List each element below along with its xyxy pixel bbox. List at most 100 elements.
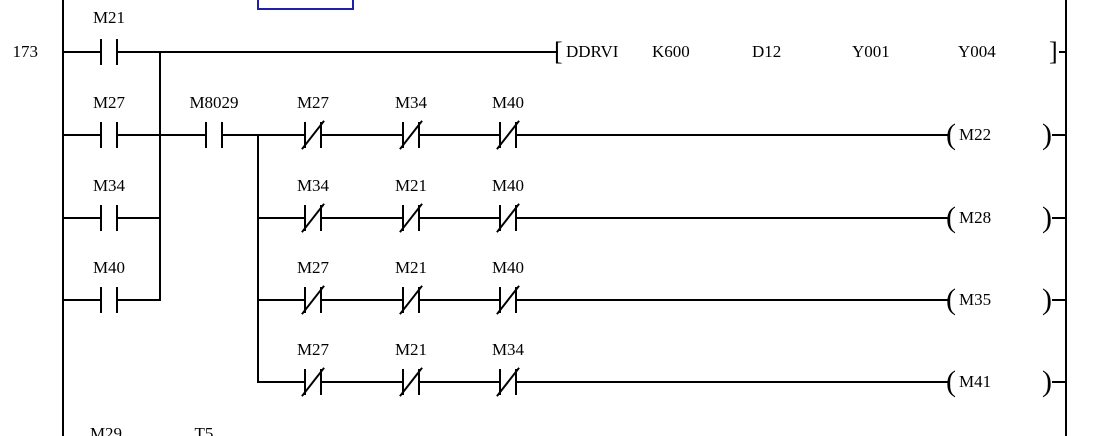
contact-label: M34 [296, 176, 330, 195]
coil-open-paren: ( [946, 283, 956, 316]
contact-nc[interactable] [496, 285, 520, 315]
contact-label: M21 [92, 8, 126, 27]
contact-bar [418, 287, 420, 313]
contact-nc[interactable] [301, 285, 325, 315]
contact-label-partial: T5 [194, 424, 214, 436]
coil-label: M28 [959, 208, 992, 227]
instruction-ddrvi[interactable]: [ DDRVI K600 D12 Y001 Y004 ] [554, 39, 1064, 65]
contact-bar [116, 122, 118, 148]
contact-bar [515, 122, 517, 148]
coil-m28[interactable]: ( M28 ) [944, 201, 1060, 235]
contact-bar [515, 287, 517, 313]
contact-bar [100, 287, 102, 313]
coil-label: M41 [959, 372, 992, 391]
contact-label: M34 [92, 176, 126, 195]
power-rail-right [1065, 0, 1067, 436]
contact-nc[interactable] [399, 120, 423, 150]
contact-label: M27 [296, 93, 330, 112]
coil-open-paren: ( [946, 118, 956, 151]
coil-label: M35 [959, 290, 992, 309]
coil-m41[interactable]: ( M41 ) [944, 365, 1060, 399]
contact-label: M40 [92, 258, 126, 277]
contact-nc[interactable] [301, 120, 325, 150]
contact-nc[interactable] [399, 367, 423, 397]
contact-label: M27 [296, 258, 330, 277]
contact-label: M21 [394, 258, 428, 277]
contact-nc[interactable] [399, 203, 423, 233]
coil-open-paren: ( [946, 201, 956, 234]
contact-nc[interactable] [399, 285, 423, 315]
contact-bar [320, 122, 322, 148]
contact-bar [320, 205, 322, 231]
wire [258, 217, 948, 219]
wire [1052, 134, 1065, 136]
contact-bar [205, 122, 207, 148]
contact-bar [304, 122, 306, 148]
instruction-close-bracket: ] [1049, 37, 1058, 66]
instruction-operand-3: Y001 [852, 42, 890, 61]
selection-cursor [257, 0, 354, 10]
contact-nc[interactable] [496, 120, 520, 150]
coil-close-paren: ) [1042, 118, 1052, 151]
contact-bar [304, 369, 306, 395]
coil-m35[interactable]: ( M35 ) [944, 283, 1060, 317]
contact-nc[interactable] [496, 367, 520, 397]
contact-no-m40[interactable] [100, 287, 118, 313]
contact-bar [221, 122, 223, 148]
contact-bar [116, 205, 118, 231]
coil-m22[interactable]: ( M22 ) [944, 118, 1060, 152]
wire [1052, 299, 1065, 301]
contact-nc[interactable] [301, 203, 325, 233]
contact-no-m34[interactable] [100, 205, 118, 231]
contact-label: M8029 [189, 93, 239, 112]
instruction-name: DDRVI [566, 42, 619, 61]
contact-bar [418, 205, 420, 231]
contact-bar [116, 287, 118, 313]
coil-close-paren: ) [1042, 201, 1052, 234]
contact-label: M21 [394, 176, 428, 195]
contact-bar [499, 205, 501, 231]
wire [1052, 381, 1065, 383]
contact-no-m8029[interactable] [205, 122, 223, 148]
instruction-operand-2: D12 [752, 42, 782, 61]
branch-wire-left [159, 51, 161, 301]
contact-label: M40 [491, 93, 525, 112]
contact-bar [418, 122, 420, 148]
contact-label: M27 [92, 93, 126, 112]
contact-bar [515, 369, 517, 395]
contact-no-m27[interactable] [100, 122, 118, 148]
contact-bar [100, 205, 102, 231]
contact-label: M40 [491, 176, 525, 195]
contact-label: M34 [394, 93, 428, 112]
instruction-operand-4: Y004 [958, 42, 996, 61]
contact-no-m21[interactable] [100, 39, 118, 65]
wire [1059, 51, 1065, 53]
contact-nc[interactable] [301, 367, 325, 397]
contact-bar [100, 39, 102, 65]
coil-close-paren: ) [1042, 283, 1052, 316]
contact-bar [320, 369, 322, 395]
contact-bar [304, 205, 306, 231]
contact-label-partial: M29 [89, 424, 123, 436]
contact-bar [402, 287, 404, 313]
contact-bar [402, 205, 404, 231]
contact-bar [418, 369, 420, 395]
contact-label: M27 [296, 340, 330, 359]
wire [62, 51, 558, 53]
contact-bar [304, 287, 306, 313]
contact-bar [116, 39, 118, 65]
contact-bar [515, 205, 517, 231]
instruction-open-bracket: [ [554, 37, 563, 66]
rung-number: 173 [12, 42, 39, 61]
wire [258, 299, 948, 301]
coil-close-paren: ) [1042, 365, 1052, 398]
contact-label: M40 [491, 258, 525, 277]
instruction-operand-1: K600 [652, 42, 690, 61]
contact-bar [499, 287, 501, 313]
contact-bar [100, 122, 102, 148]
coil-label: M22 [959, 125, 992, 144]
contact-bar [499, 122, 501, 148]
contact-nc[interactable] [496, 203, 520, 233]
coil-open-paren: ( [946, 365, 956, 398]
